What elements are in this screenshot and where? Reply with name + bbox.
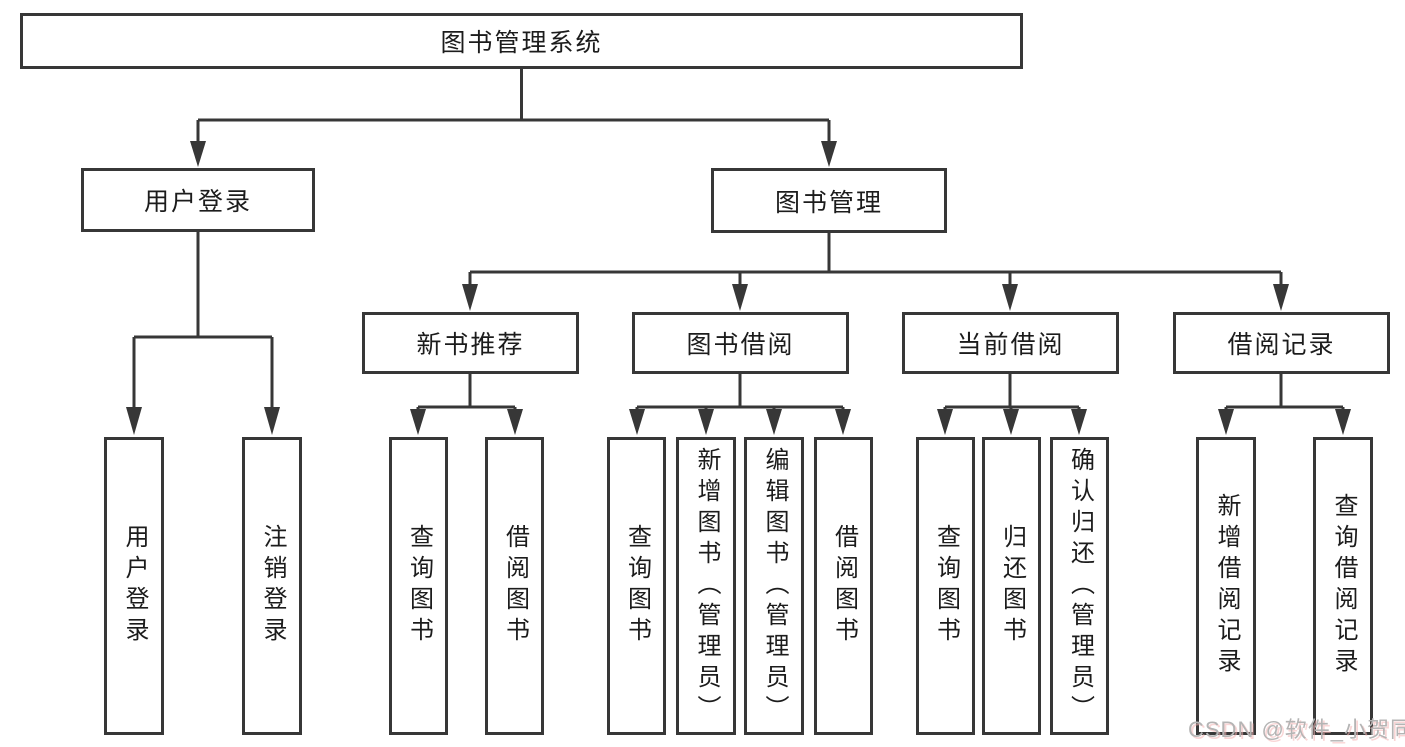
leaf-borrow-query: 查询图书	[607, 437, 666, 735]
leaf-user-login: 用户登录	[104, 437, 164, 735]
node-borrow-records-label: 借阅记录	[1227, 331, 1336, 359]
leaf-current-query-label: 查询图书	[932, 524, 960, 648]
leaf-borrow-add-admin: 新增图书（管理员）	[676, 437, 736, 735]
csdn-watermark: CSDN @软件_小贺同学	[1188, 717, 1405, 742]
leaf-borrow-book: 借阅图书	[814, 437, 873, 735]
leaf-query-borrow-record-label: 查询借阅记录	[1330, 493, 1357, 679]
leaf-borrow-edit-admin: 编辑图书（管理员）	[744, 437, 804, 735]
leaf-logout: 注销登录	[242, 437, 302, 735]
node-book-borrow: 图书借阅	[632, 312, 849, 374]
leaf-newbooks-query: 查询图书	[389, 437, 448, 735]
leaf-borrow-query-label: 查询图书	[623, 524, 651, 648]
node-borrow-records: 借阅记录	[1173, 312, 1390, 374]
leaf-newbooks-query-label: 查询图书	[405, 524, 433, 648]
leaf-borrow-add-admin-label: 新增图书（管理员）	[693, 446, 720, 726]
node-book-borrow-label: 图书借阅	[686, 331, 795, 359]
leaf-user-login-label: 用户登录	[121, 524, 148, 648]
node-new-book-recommend: 新书推荐	[362, 312, 579, 374]
node-book-management-label: 图书管理	[774, 188, 883, 217]
node-user-login: 用户登录	[81, 168, 315, 232]
leaf-return-book-label: 归还图书	[998, 524, 1026, 648]
node-book-management: 图书管理	[711, 168, 947, 233]
leaf-add-borrow-record-label: 新增借阅记录	[1213, 493, 1240, 679]
leaf-query-borrow-record: 查询借阅记录	[1313, 437, 1373, 735]
node-current-borrow-label: 当前借阅	[956, 331, 1065, 359]
leaf-borrow-edit-admin-label: 编辑图书（管理员）	[761, 446, 788, 726]
leaf-add-borrow-record: 新增借阅记录	[1196, 437, 1256, 735]
leaf-newbooks-borrow: 借阅图书	[485, 437, 544, 735]
leaf-current-query: 查询图书	[916, 437, 975, 735]
leaf-confirm-return-admin-label: 确认归还（管理员）	[1066, 446, 1094, 726]
node-current-borrow: 当前借阅	[902, 312, 1119, 374]
leaf-borrow-book-label: 借阅图书	[830, 524, 858, 648]
leaf-confirm-return-admin: 确认归还（管理员）	[1050, 437, 1109, 735]
leaf-return-book: 归还图书	[982, 437, 1041, 735]
leaf-newbooks-borrow-label: 借阅图书	[501, 524, 529, 648]
node-new-book-recommend-label: 新书推荐	[416, 331, 525, 359]
node-user-login-label: 用户登录	[143, 188, 252, 216]
node-root-label: 图书管理系统	[440, 29, 603, 57]
leaf-logout-label: 注销登录	[259, 524, 286, 648]
node-root-system: 图书管理系统	[20, 13, 1023, 69]
